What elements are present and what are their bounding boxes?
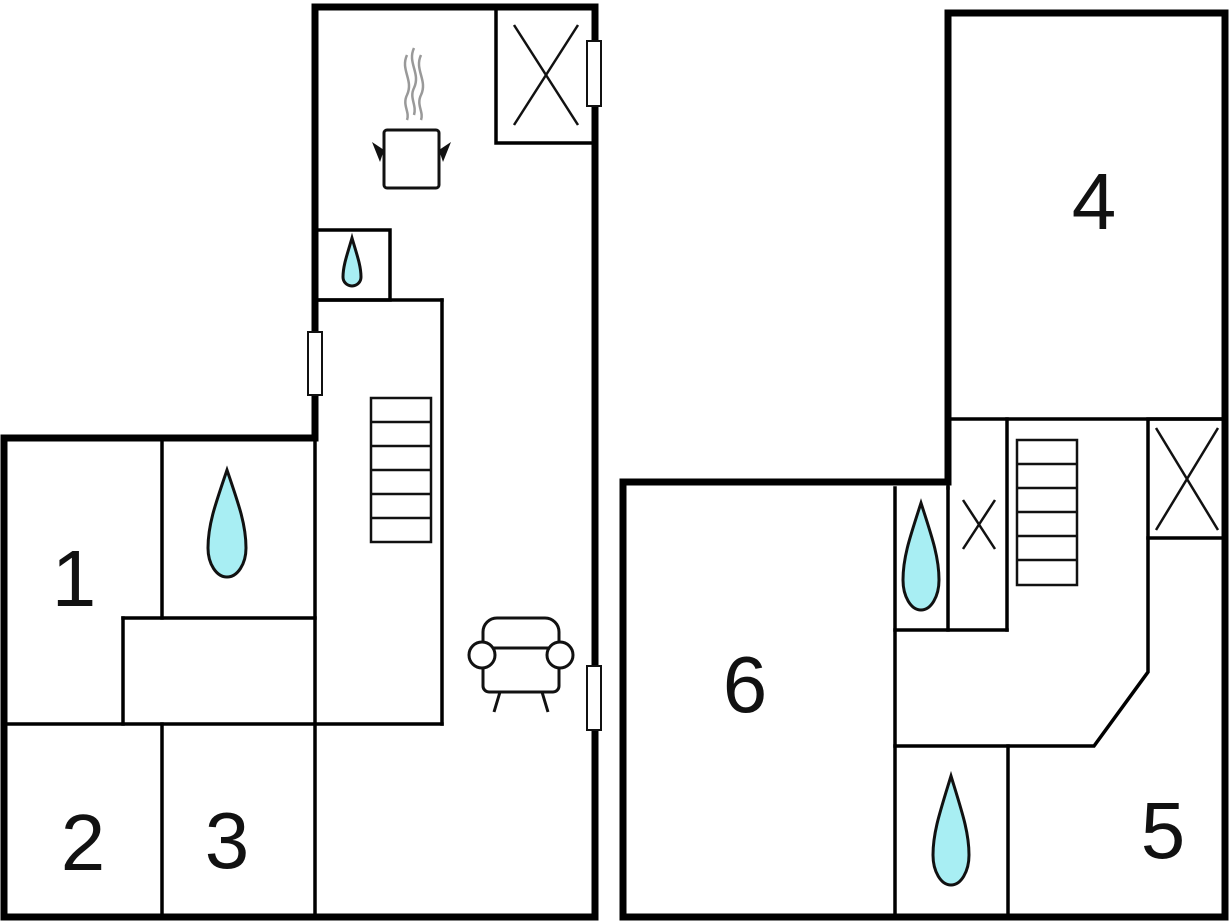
- armchair-icon: [467, 616, 575, 713]
- water-drop-icon: [901, 498, 941, 612]
- right-unit-void-large: [1154, 427, 1220, 531]
- right-unit-outer-wall: [619, 9, 1229, 921]
- room-label-5: 5: [1141, 786, 1186, 875]
- room-label-6: 6: [723, 640, 768, 729]
- room-label-3: 3: [205, 796, 250, 885]
- water-drop-icon: [206, 465, 248, 579]
- right-unit-interior-walls: [893, 417, 1227, 917]
- staircase-icon: [369, 396, 433, 544]
- window: [586, 665, 602, 731]
- room-label-4: 4: [1072, 157, 1117, 246]
- water-drop-icon: [931, 770, 971, 887]
- left-unit-void: [512, 24, 580, 126]
- left-unit: 1 2 3: [0, 3, 602, 921]
- staircase-icon: [1015, 438, 1079, 587]
- room-label-2: 2: [61, 798, 106, 887]
- cooking-pot-icon: [372, 47, 451, 190]
- left-unit-interior-walls: [2, 5, 597, 917]
- water-drop-icon: [341, 232, 363, 288]
- window: [586, 40, 602, 107]
- window: [307, 331, 323, 396]
- room-label-1: 1: [52, 534, 97, 623]
- right-unit: 4 5 6: [619, 9, 1229, 921]
- right-unit-void-small: [961, 499, 997, 550]
